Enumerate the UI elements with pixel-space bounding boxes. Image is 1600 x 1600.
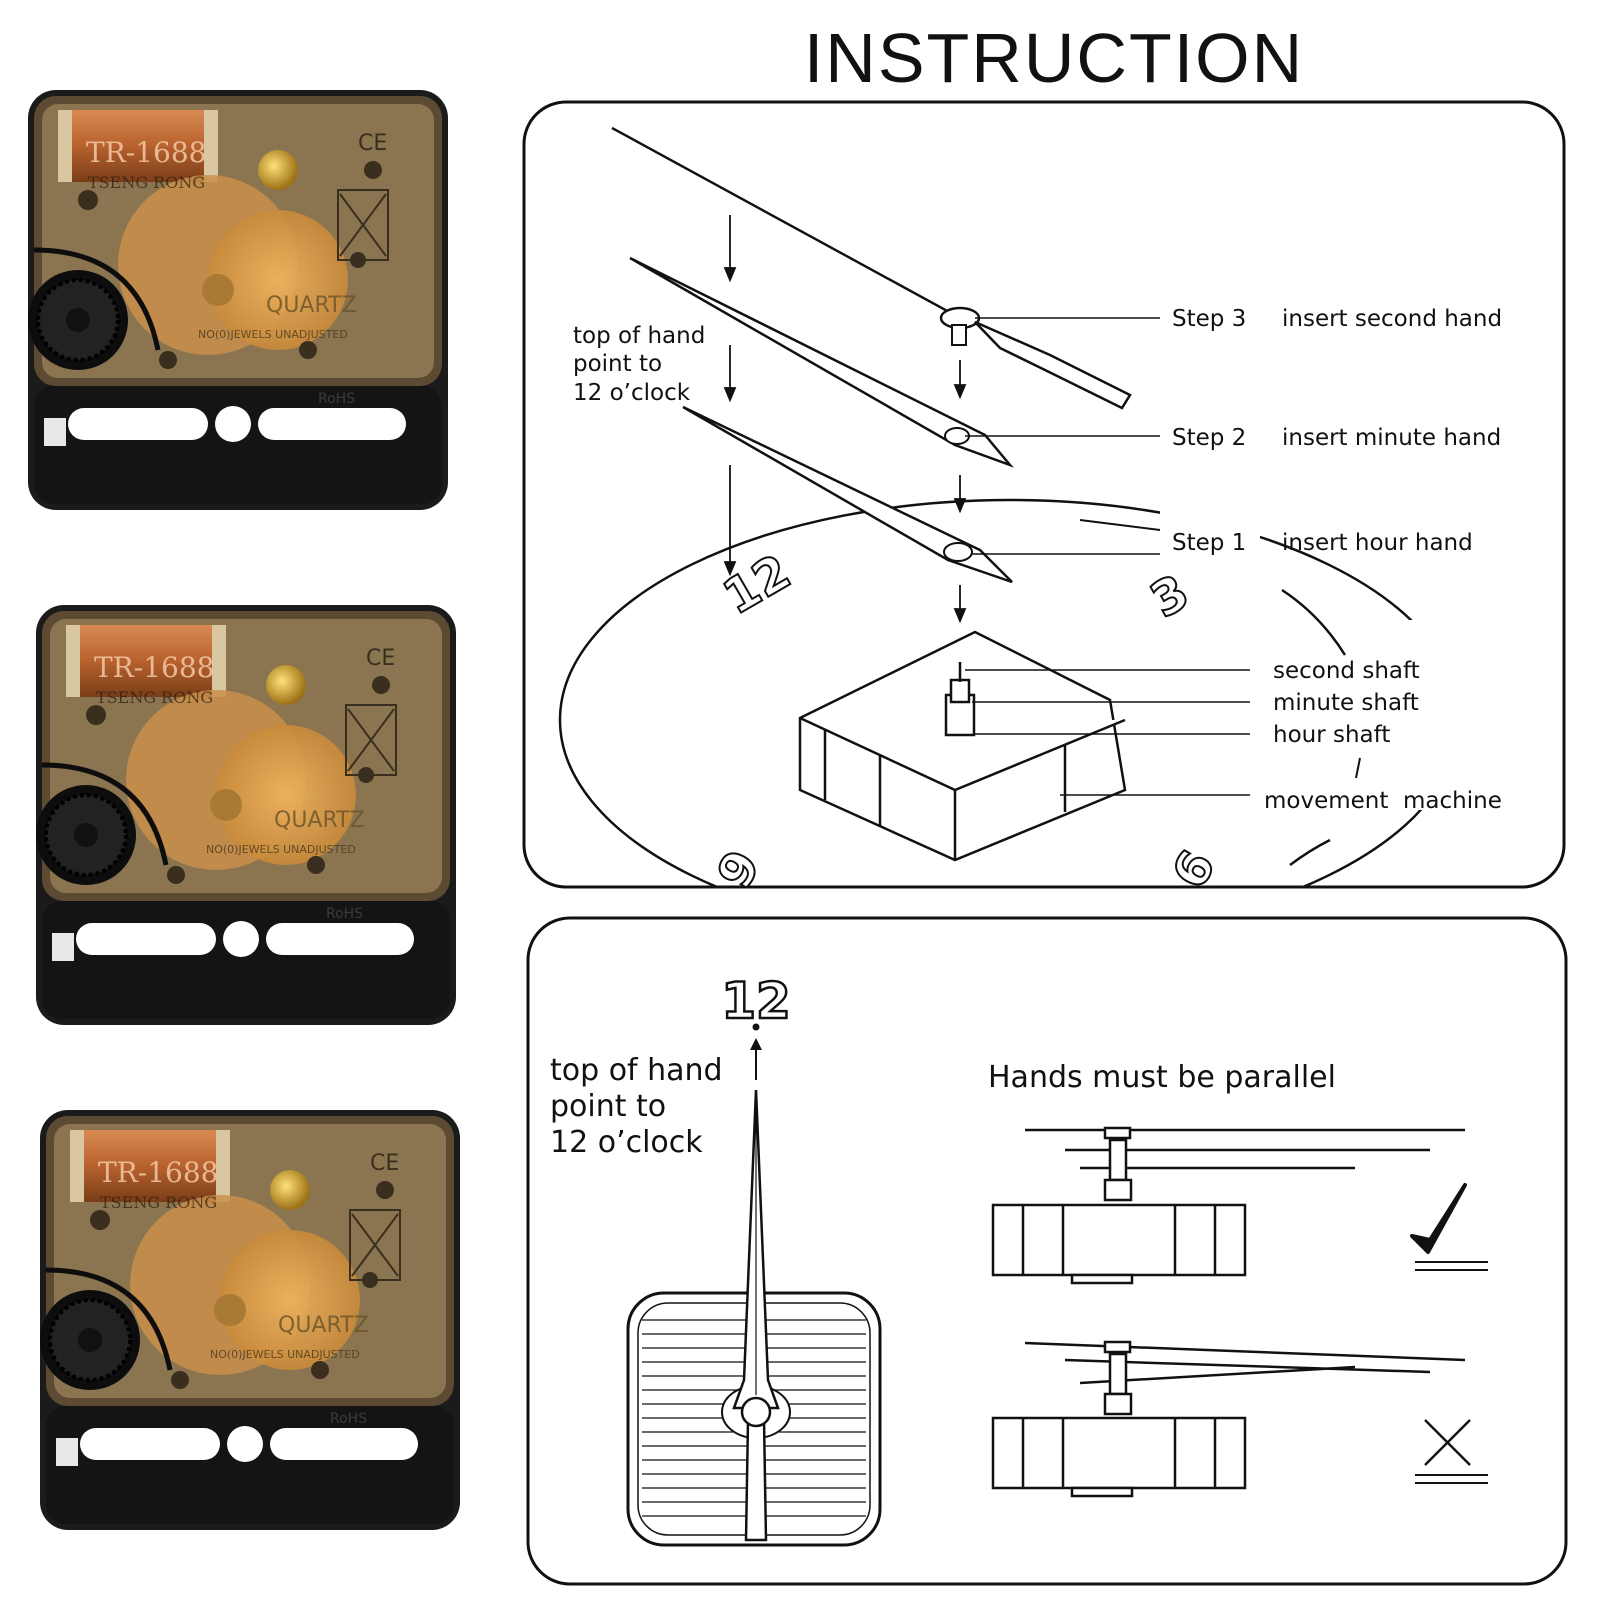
hour-shaft-label: hour shaft (1273, 722, 1390, 748)
top-of-hand-label-2: top of hand point to 12 o’clock (550, 1053, 732, 1160)
movement-box-drawing (798, 630, 1127, 862)
correct-side-view (991, 1126, 1465, 1285)
twelve-mark: 12 (721, 972, 791, 1030)
movement-ce-label: CE (358, 131, 387, 156)
clock-movement-photo: TR-1688 TSENG RONG QUARTZ NO(0)JEWELS UN… (36, 605, 456, 1025)
movement-brand-label: TSENG RONG (88, 173, 205, 192)
step-1-text: insert hour hand (1282, 530, 1473, 556)
hands-parallel-label: Hands must be parallel (988, 1060, 1336, 1095)
minute-shaft-label: minute shaft (1273, 690, 1419, 716)
movement-ce-label: CE (370, 1151, 399, 1176)
movement-quartz-label: QUARTZ (266, 293, 357, 318)
movement-model-label: TR-1688 (86, 136, 206, 169)
hour-hand (682, 405, 1013, 584)
clock-movement-photo: TR-1688 TSENG RONG QUARTZ NO(0)JEWELS UN… (40, 1110, 460, 1530)
movement-jewels-label: NO(0)JEWELS UNADJUSTED (210, 1348, 360, 1361)
cross-mark-icon (1415, 1419, 1488, 1484)
assembly-steps-panel: 12 3 6 9 (522, 100, 1566, 899)
top-of-hand-label: top of hand point to 12 o’clock (573, 323, 713, 406)
step-3-text: insert second hand (1282, 306, 1502, 332)
movement-rohs-label: RoHS (318, 391, 355, 407)
check-mark-icon (1410, 1183, 1488, 1271)
movement-front-view (626, 1089, 882, 1547)
movement-model-label: TR-1688 (98, 1156, 218, 1189)
step-1-label: Step 1 (1172, 530, 1246, 556)
down-arrow-icon (723, 215, 967, 624)
movement-quartz-label: QUARTZ (274, 808, 365, 833)
clock-movement-photo: TR-1688 TSENG RONG QUARTZ NO(0)JEWELS UN… (28, 90, 448, 510)
movement-quartz-label: QUARTZ (278, 1313, 369, 1338)
page-title: INSTRUCTION (804, 19, 1304, 97)
minute-hand (629, 256, 1014, 468)
alignment-panel: 12 top of hand point to 12 o’clock (526, 916, 1568, 1586)
movement-jewels-label: NO(0)JEWELS UNADJUSTED (206, 843, 356, 856)
step-2-text: insert minute hand (1282, 425, 1501, 451)
wrong-side-view (991, 1340, 1466, 1498)
step-3-label: Step 3 (1172, 306, 1246, 332)
movement-machine-label: movement machine (1264, 788, 1502, 814)
second-shaft-label: second shaft (1273, 658, 1420, 684)
step-2-label: Step 2 (1172, 425, 1246, 451)
movement-rohs-label: RoHS (330, 1411, 367, 1427)
second-hand (611, 126, 1132, 410)
movement-rohs-label: RoHS (326, 906, 363, 922)
movement-brand-label: TSENG RONG (96, 688, 213, 707)
movement-jewels-label: NO(0)JEWELS UNADJUSTED (198, 328, 348, 341)
movement-ce-label: CE (366, 646, 395, 671)
movement-brand-label: TSENG RONG (100, 1193, 217, 1212)
movement-model-label: TR-1688 (94, 651, 214, 684)
